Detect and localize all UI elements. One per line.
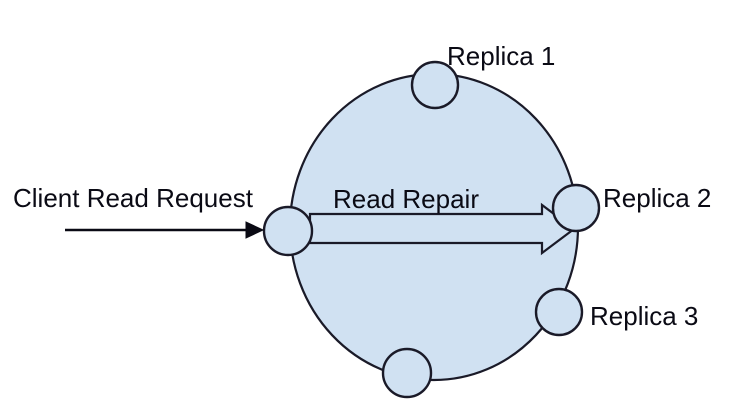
replica-2-label: Replica 2	[603, 183, 711, 213]
read-repair-block-arrow[interactable]	[308, 202, 576, 256]
replica-1-label: Replica 1	[447, 41, 555, 71]
client-read-request-arrowhead	[245, 221, 265, 239]
replica-2-node[interactable]	[551, 183, 601, 233]
bottom-node[interactable]	[381, 347, 433, 399]
replica-3-node[interactable]	[534, 287, 584, 337]
replica-1-node[interactable]	[410, 60, 460, 110]
read-repair-label: Read Repair	[333, 184, 479, 214]
coordinator-node[interactable]	[262, 205, 314, 257]
client-read-request-label: Client Read Request	[13, 183, 254, 213]
replica-3-label: Replica 3	[590, 301, 698, 331]
